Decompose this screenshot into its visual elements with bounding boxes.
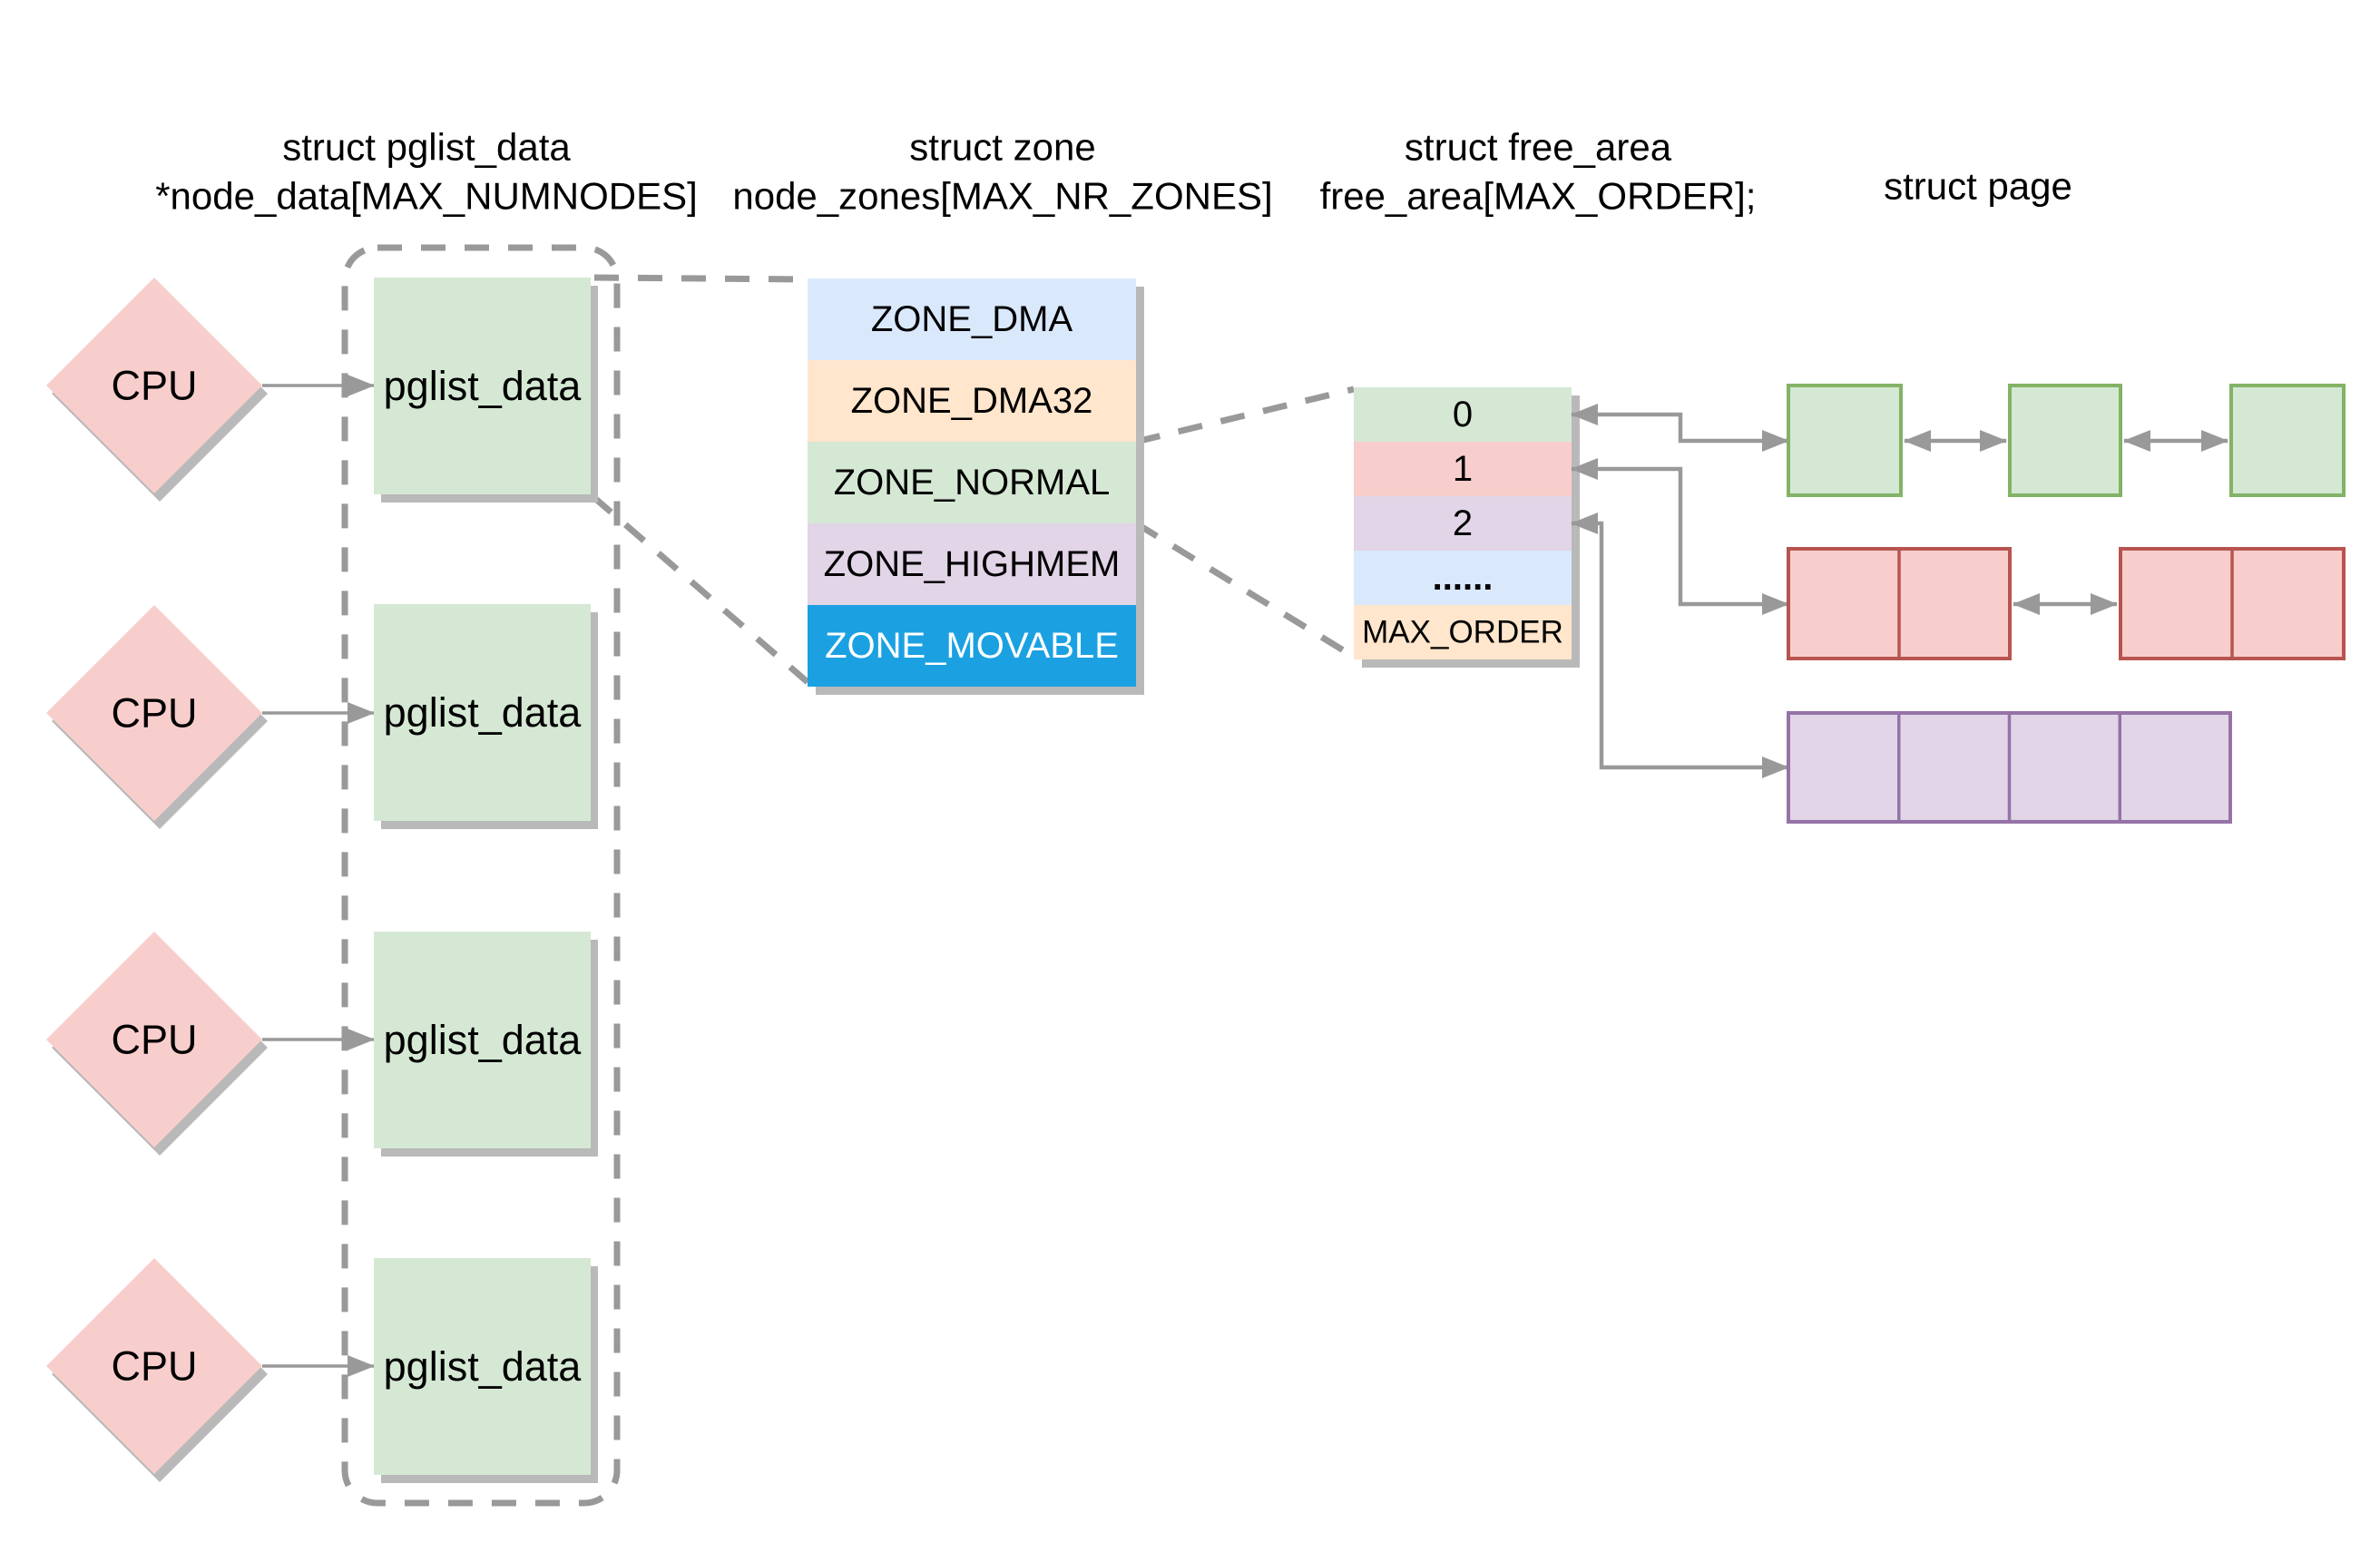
header-zone-line-0: struct zone [909,126,1095,169]
free-area-stack-row-2-cell [1354,496,1572,551]
order1-page-list [1787,547,2346,660]
zone-stack-row-1-cell [808,360,1136,442]
zone-stack-row-2-cell [808,442,1136,523]
pglist-box [374,604,591,821]
header-free-area: struct free_area free_area[MAX_ORDER]; [1320,126,1757,218]
order0-page-list-block-1 [2008,384,2122,497]
header-zone: struct zone node_zones[MAX_NR_ZONES] [732,126,1272,218]
free-area-stack-row-1-label: 1 [1453,449,1473,489]
zone-to-free-area-top-dashed-line [1135,386,1355,445]
header-free-area-line-1: free_area[MAX_ORDER]; [1320,175,1757,218]
free-area-stack-row-3: ...... [1354,551,1572,605]
cpu-label: CPU [111,363,197,409]
header-zone-line-1: node_zones[MAX_NR_ZONES] [732,175,1272,218]
pglist-box [374,932,591,1148]
cpu-diamond [46,605,262,821]
pglist-box-label: pglist_data [384,689,583,736]
pglist-box-label: pglist_data [384,1017,583,1063]
cpu-node-1: CPU [46,605,268,829]
zone-stack-row-0-label: ZONE_DMA [871,299,1073,339]
free-area-stack-row-0-label: 0 [1453,395,1473,434]
pglist-to-zone-top-dashed-line [593,274,808,283]
order0-page-list-block-0 [1787,384,1903,497]
zone-stack-row-4-cell [808,605,1136,687]
pglist-data-node-2: pglist_data [374,932,598,1157]
header-pglist-data: struct pglist_data *node_data[MAX_NUMNODE… [155,126,698,218]
cpu-label: CPU [111,1343,197,1390]
order2-page-list-block-0 [1787,711,2232,824]
header-page-line-0: struct page [1884,165,2072,208]
pglist-box [374,1258,591,1475]
order0-page-list-block-0-rect [1787,384,1903,497]
pglist-box-label: pglist_data [384,363,583,409]
order0-page-list-block-2 [2229,384,2346,497]
node-array-dashed-outline [341,244,621,1507]
pglist-data-node-1: pglist_data [374,604,598,829]
header-free-area-line-0: struct free_area [1405,126,1672,169]
zone-stack-row-3: ZONE_HIGHMEM [808,523,1136,605]
order0-page-list-block-1-rect [2008,384,2122,497]
free-area-stack-row-4-cell [1354,605,1572,659]
free-area-stack: 0 1 2...... MAX_ORDER [1354,387,1580,668]
free-area-stack-row-1: 1 [1354,442,1572,496]
zone-stack-row-1: ZONE_DMA32 [808,360,1136,442]
cpu-diamond [46,1258,262,1474]
pglist-box-label: pglist_data [384,1343,583,1390]
cpu-label: CPU [111,1017,197,1063]
order0-page-list-block-2-rect [2229,384,2346,497]
order1-page-list-block-0 [1787,547,2012,660]
cpu-diamond [46,932,262,1147]
order2-page-list [1787,711,2232,824]
order0-page-list [1787,384,2346,497]
header-pglist-data-line-1: *node_data[MAX_NUMNODES] [155,175,698,218]
cpu-node-0: CPU [46,278,268,502]
free-area-stack-row-4-label: MAX_ORDER [1362,615,1563,650]
header-pglist-data-line-0: struct pglist_data [282,126,571,169]
cpu-node-2: CPU [46,932,268,1156]
pglist-data-node-3: pglist_data [374,1258,598,1483]
link-order2 [1571,512,1789,778]
cpu-label: CPU [111,690,197,737]
free-area-stack-row-3-cell [1354,551,1572,605]
cpu-node-3: CPU [46,1258,268,1482]
zone-stack-row-2: ZONE_NORMAL [808,442,1136,523]
zone-stack-row-1-label: ZONE_DMA32 [851,381,1093,421]
free-area-stack-row-3-label: ...... [1433,558,1494,598]
free-area-stack-row-1-cell [1354,442,1572,496]
free-area-stack-row-4: MAX_ORDER [1354,605,1572,659]
free-area-stack-row-0: 0 [1354,387,1572,442]
pglist-data-node-0: pglist_data [374,278,598,503]
pglist-to-zone-bottom-dashed-line [590,493,810,685]
zone-stack-row-3-cell [808,523,1136,605]
order1-page-list-block-1 [2119,547,2346,660]
free-area-stack-row-0-cell [1354,387,1572,442]
zone-stack-row-2-label: ZONE_NORMAL [834,463,1111,503]
zone-stack-row-3-label: ZONE_HIGHMEM [824,544,1121,584]
zone-stack-row-4: ZONE_MOVABLE [808,605,1136,687]
pglist-box [374,278,591,494]
link-order0 [1571,404,1789,452]
cpu-diamond [46,278,262,493]
zone-stack-row-0-cell [808,278,1136,360]
header-page: struct page [1884,165,2072,208]
free-area-stack-row-2: 2 [1354,496,1572,551]
zone-stack-row-0: ZONE_DMA [808,278,1136,360]
free-area-stack-row-2-label: 2 [1453,503,1473,543]
zone-stack-row-4-label: ZONE_MOVABLE [825,626,1119,666]
